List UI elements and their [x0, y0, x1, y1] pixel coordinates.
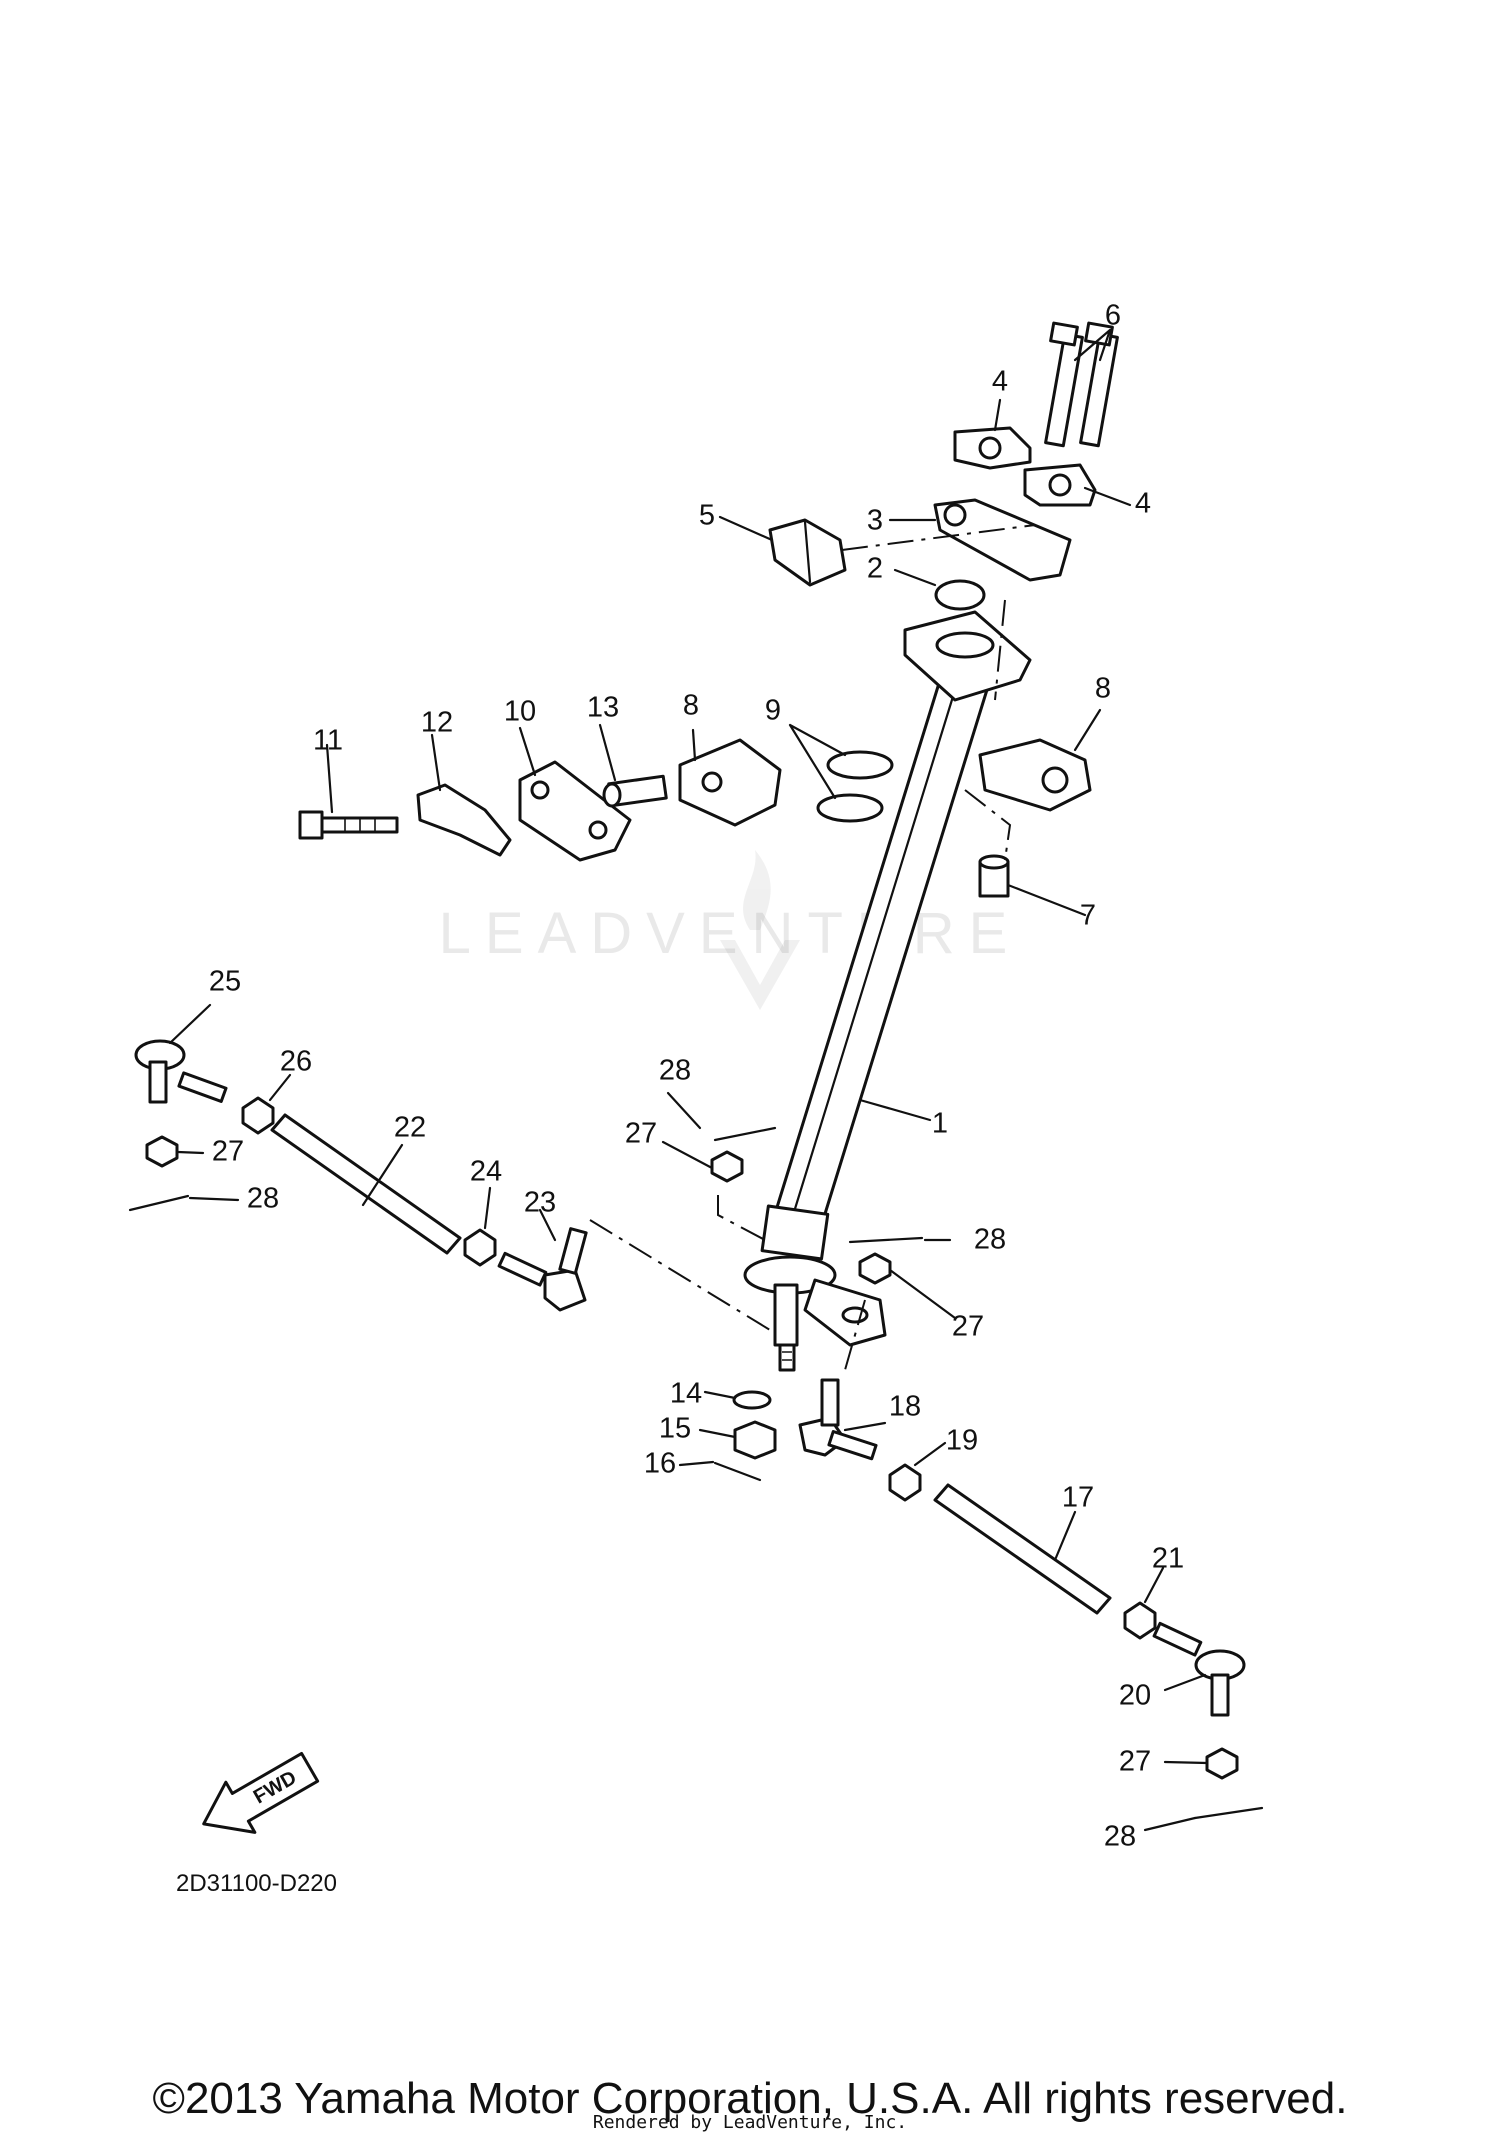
callout-numbers: 1 2 3 4 4 5 6 7 8 8 9 10 11 12 13 14 15 … [209, 300, 1184, 1853]
nut-19[interactable] [888, 1463, 922, 1502]
callout-24: 24 [470, 1156, 502, 1188]
callout-17: 17 [1062, 1482, 1094, 1514]
plain-washer[interactable] [732, 1390, 772, 1410]
castle-nut[interactable] [733, 1420, 777, 1460]
collar[interactable] [978, 854, 1010, 898]
copyright-text: ©2013 Yamaha Motor Corporation, U.S.A. A… [152, 2074, 1348, 2123]
tie-rod-end-outer-left[interactable] [134, 1039, 228, 1104]
fwd-arrow: FWD [202, 1751, 320, 1834]
tie-rod-left[interactable] [270, 1113, 462, 1255]
cotter-pin-a[interactable] [128, 1194, 190, 1212]
callout-12: 12 [421, 707, 453, 739]
callout-19: 19 [946, 1425, 978, 1457]
callout-8-left: 8 [683, 690, 699, 722]
watermark-logo [720, 850, 800, 1010]
bushing[interactable] [934, 579, 986, 611]
nut-21[interactable] [1123, 1601, 1157, 1640]
callout-21: 21 [1152, 1543, 1184, 1575]
leader-lines [168, 328, 1209, 1832]
handlebar-holder-right[interactable] [1023, 463, 1097, 507]
callout-28-a: 28 [247, 1183, 279, 1215]
alignment-line-1 [841, 524, 1036, 551]
alignment-line-3 [964, 789, 1012, 861]
cotter-pin-d[interactable] [1193, 1806, 1264, 1820]
dowel-pin[interactable] [602, 774, 668, 808]
callout-28-d: 28 [1104, 1821, 1136, 1853]
upper-bracket[interactable] [933, 498, 1072, 582]
cotter-pin-c[interactable] [848, 1236, 924, 1244]
cotter-pin-b[interactable] [713, 1126, 777, 1142]
alignment-line-6 [844, 1299, 866, 1371]
handlebar-holder-left[interactable] [953, 426, 1032, 470]
callout-26: 26 [280, 1046, 312, 1078]
rendered-by-text: Rendered by LeadVenture, Inc. [592, 2112, 908, 2133]
callout-27-a: 27 [212, 1136, 244, 1168]
nut-27-a[interactable] [145, 1135, 179, 1168]
nut-26[interactable] [241, 1096, 275, 1135]
callout-6: 6 [1105, 300, 1121, 332]
callout-7: 7 [1080, 900, 1096, 932]
callout-28-b: 28 [659, 1055, 691, 1087]
steering-shaft[interactable] [743, 610, 1032, 1372]
bearing-half-left[interactable] [678, 738, 782, 827]
bearing-half-right[interactable] [978, 738, 1092, 812]
callout-3: 3 [867, 505, 883, 537]
callout-9: 9 [765, 695, 781, 727]
callout-4-right: 4 [1135, 488, 1151, 520]
callout-2: 2 [867, 553, 883, 585]
nut-27-c[interactable] [858, 1252, 892, 1285]
alignment-line-2 [994, 599, 1006, 701]
callout-4-top: 4 [992, 366, 1008, 398]
callout-14: 14 [670, 1378, 702, 1410]
callout-25: 25 [209, 966, 241, 998]
callout-22: 22 [394, 1112, 426, 1144]
nut-27-d[interactable] [1205, 1747, 1239, 1780]
callout-16: 16 [644, 1448, 676, 1480]
callout-5: 5 [699, 500, 715, 532]
callout-13: 13 [587, 692, 619, 724]
callout-18: 18 [889, 1391, 921, 1423]
bolts-pair[interactable] [1044, 321, 1119, 448]
tie-rod-end-outer-right[interactable] [1152, 1621, 1246, 1717]
callout-20: 20 [1119, 1680, 1151, 1712]
callout-28-c: 28 [974, 1224, 1006, 1256]
cotter-pin-center[interactable] [713, 1461, 762, 1482]
callout-1: 1 [932, 1108, 948, 1140]
diagram-code: 2D31100-D220 [176, 1870, 338, 1897]
rubber-block[interactable] [768, 518, 847, 587]
callout-27-d: 27 [1119, 1746, 1151, 1778]
callout-10: 10 [504, 696, 536, 728]
oil-seals[interactable] [816, 750, 894, 823]
tie-rod-right[interactable] [933, 1483, 1112, 1615]
bolt[interactable] [298, 810, 399, 840]
callout-11: 11 [313, 725, 343, 757]
alignment-line-5 [717, 1195, 766, 1241]
callout-27-b: 27 [625, 1118, 657, 1150]
callout-27-c: 27 [952, 1311, 984, 1343]
callout-15: 15 [659, 1413, 691, 1445]
tie-rod-end-inner-right[interactable] [798, 1378, 878, 1461]
alignment-line-4 [589, 1219, 771, 1331]
callout-23: 23 [524, 1187, 556, 1219]
tie-rod-end-inner-left[interactable] [497, 1227, 588, 1312]
nut-24[interactable] [463, 1228, 497, 1267]
lock-washer[interactable] [416, 783, 512, 857]
lock-plate[interactable] [518, 760, 632, 862]
nut-27-b[interactable] [710, 1150, 744, 1183]
callout-8-right: 8 [1095, 673, 1111, 705]
